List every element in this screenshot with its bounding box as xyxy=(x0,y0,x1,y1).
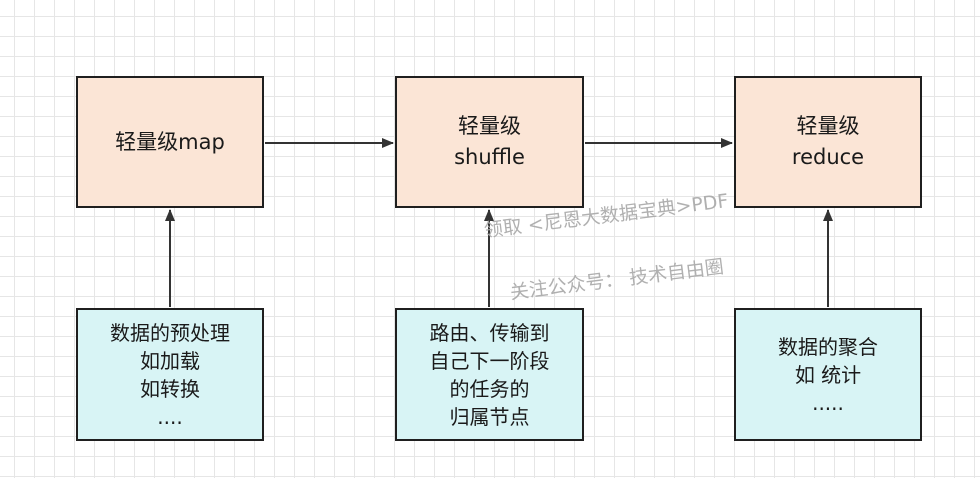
note-map-line-3: 如转换 xyxy=(140,376,200,401)
note-reduce-line-1: 数据的聚合 xyxy=(778,334,878,359)
note-shuffle-line-2: 自己下一阶段 xyxy=(429,348,550,373)
stage-box-map[interactable]: 轻量级map xyxy=(76,76,264,208)
stage-box-reduce[interactable]: 轻量级 reduce xyxy=(734,76,922,208)
note-shuffle-line-4: 归属节点 xyxy=(449,404,530,429)
note-reduce-line-2: 如 统计 xyxy=(794,362,862,387)
stage-reduce-label-line-2: reduce xyxy=(791,145,865,169)
note-box-reduce[interactable]: 数据的聚合 如 统计 ..... xyxy=(734,308,922,441)
stage-reduce-label-line-1: 轻量级 xyxy=(796,114,860,138)
stage-shuffle-label-line-2: shuffle xyxy=(454,145,525,169)
note-shuffle-line-1: 路由、传输到 xyxy=(429,320,550,345)
note-reduce-line-3: ..... xyxy=(812,390,844,415)
note-map-line-1: 数据的预处理 xyxy=(110,320,230,345)
note-map-line-2: 如加载 xyxy=(140,348,200,373)
stage-box-shuffle[interactable]: 轻量级 shuffle xyxy=(395,76,584,208)
stage-map-label: 轻量级map xyxy=(115,129,225,154)
note-map-line-4: .... xyxy=(157,404,183,429)
note-shuffle-line-3: 的任务的 xyxy=(449,376,530,401)
note-box-map[interactable]: 数据的预处理 如加载 如转换 .... xyxy=(76,308,264,441)
note-box-shuffle[interactable]: 路由、传输到 自己下一阶段 的任务的 归属节点 xyxy=(395,308,584,441)
stage-shuffle-label-line-1: 轻量级 xyxy=(457,114,521,138)
